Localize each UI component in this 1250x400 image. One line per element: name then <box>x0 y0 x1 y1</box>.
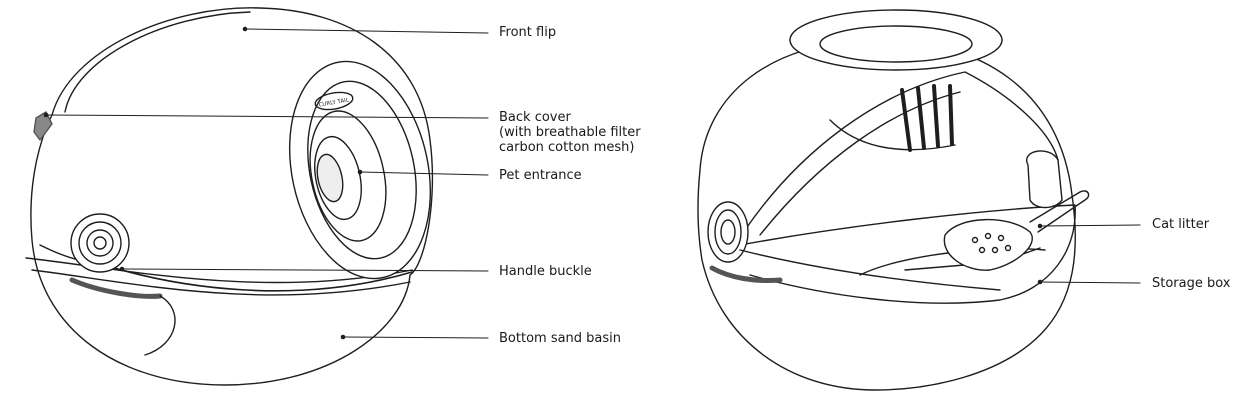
bottom-basin-curve <box>144 295 176 356</box>
back-cover-vent <box>33 111 53 141</box>
leader-pet-entrance <box>359 171 489 176</box>
leader-lines <box>45 28 1141 339</box>
label-back-cover-line2: (with breathable filter <box>499 125 641 140</box>
right-litter-box-illustration <box>697 9 1090 391</box>
leader-bottom-sand-basin <box>342 336 489 339</box>
body-seam-lower <box>31 269 411 296</box>
label-cat-litter: Cat litter <box>1152 217 1210 232</box>
entrance-inner-ring <box>307 80 417 260</box>
interior-vents <box>900 84 954 152</box>
label-back-cover-line3: carbon cotton mesh) <box>499 140 635 155</box>
right-handle <box>1025 150 1063 209</box>
label-bottom-sand-basin: Bottom sand basin <box>499 331 622 346</box>
right-bottom-grill <box>709 265 783 283</box>
label-front-flip: Front flip <box>499 25 557 40</box>
bottom-grill <box>69 277 163 299</box>
leader-storage-box <box>1039 281 1141 284</box>
litter-scoop <box>943 190 1090 271</box>
right-body-outline <box>697 39 1076 391</box>
leader-handle-buckle <box>121 268 489 272</box>
handle-strap <box>94 261 413 292</box>
opened-lid <box>744 71 1059 231</box>
label-back-cover: Back cover (with breathable filter carbo… <box>499 110 641 155</box>
top-ring-inner <box>819 25 973 63</box>
leader-front-flip <box>244 28 489 34</box>
storage-tray <box>739 204 1076 304</box>
logo-badge <box>314 91 354 111</box>
left-litter-box-illustration <box>25 7 434 386</box>
label-pet-entrance: Pet entrance <box>499 168 582 183</box>
body-seam <box>25 257 413 284</box>
right-handle-buckle <box>707 201 749 263</box>
leader-dots <box>43 26 1043 340</box>
leader-cat-litter <box>1039 224 1141 227</box>
logo-text: CURLY TAIL <box>318 97 350 108</box>
label-storage-box: Storage box <box>1152 276 1231 291</box>
top-ring-outer <box>789 9 1003 71</box>
leader-back-cover <box>45 114 489 119</box>
label-handle-buckle: Handle buckle <box>499 264 592 279</box>
label-back-cover-line1: Back cover <box>499 110 571 125</box>
front-flip-edge <box>64 11 251 113</box>
